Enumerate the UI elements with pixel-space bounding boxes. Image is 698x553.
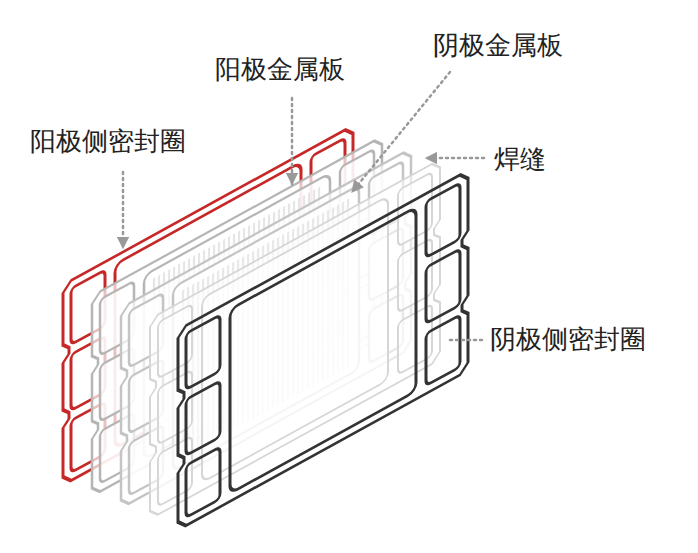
- leader-line: [122, 172, 125, 248]
- part-label: 阳极金属板: [215, 54, 345, 85]
- leader-line: [446, 339, 482, 342]
- leader-line: [352, 72, 450, 192]
- cathode-gasket-shape: [178, 171, 468, 531]
- part-label: 阴极侧密封圈: [490, 324, 646, 355]
- part-label: 阳极侧密封圈: [30, 126, 186, 157]
- part-label: 阴极金属板: [433, 30, 563, 61]
- part-label: 焊缝: [494, 144, 546, 175]
- leader-line: [291, 98, 294, 184]
- leader-line: [426, 157, 484, 160]
